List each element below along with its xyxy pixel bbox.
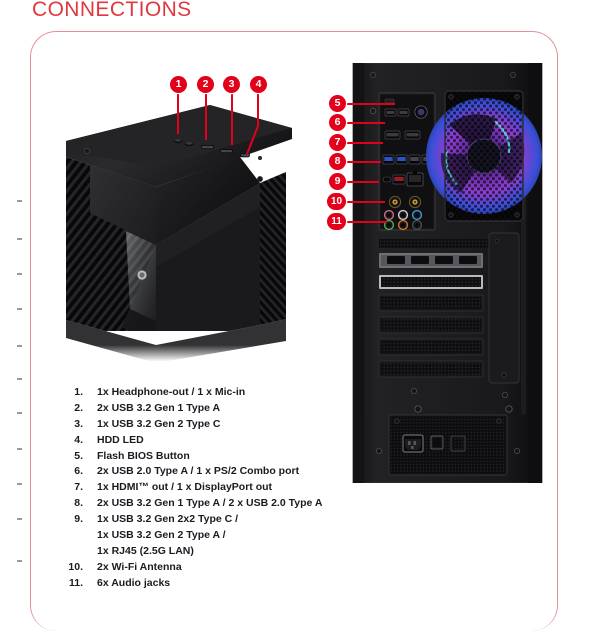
legend-text: 2x USB 2.0 Type A / 1 x PS/2 Combo port	[97, 465, 300, 478]
leader-line-11	[345, 221, 387, 223]
callout-badge-5[interactable]: 5	[329, 95, 346, 112]
margin-tick-6	[17, 378, 22, 380]
callout-badge-9[interactable]: 9	[329, 173, 346, 190]
legend-text: 1x USB 3.2 Gen 2x2 Type C /	[97, 513, 239, 526]
margin-tick-11	[17, 560, 22, 562]
case-top-front-image	[60, 95, 292, 375]
legend-text: Flash BIOS Button	[97, 449, 190, 462]
case-rear-io-image	[345, 62, 550, 484]
legend-text: HDD LED	[97, 433, 144, 446]
leader-line-1	[177, 92, 179, 134]
margin-tick-10	[17, 518, 22, 520]
legend-text: 6x Audio jacks	[97, 576, 171, 589]
legend-number: 3.	[74, 417, 83, 430]
margin-tick-8	[17, 448, 22, 450]
callout-badge-8[interactable]: 8	[329, 153, 346, 170]
callout-badge-4[interactable]: 4	[250, 76, 267, 93]
legend-number: 6.	[74, 465, 83, 478]
leader-line-2	[205, 92, 207, 140]
legend-text: 1x Headphone-out / 1 x Mic-in	[97, 386, 246, 398]
legend-number: 8.	[74, 497, 83, 510]
leader-line-5	[345, 103, 395, 105]
legend-text: 1x USB 3.2 Gen 2 Type C	[97, 417, 221, 430]
leader-line-6	[345, 122, 385, 124]
connections-page: CONNECTIONS	[17, 0, 558, 631]
legend-number: 5.	[74, 449, 83, 462]
legend-row: 11. 6x Audio jacks	[57, 577, 387, 593]
legend-row: 9. 1x USB 3.2 Gen 2x2 Type C /	[57, 513, 387, 529]
callout-badge-11[interactable]: 11	[327, 213, 346, 230]
margin-tick-1	[17, 200, 22, 202]
callout-badge-1[interactable]: 1	[170, 76, 187, 93]
leader-line-3	[231, 92, 233, 145]
legend-row: 1. 1x Headphone-out / 1 x Mic-in	[57, 386, 387, 402]
legend-text: 1x RJ45 (2.5G LAN)	[97, 544, 194, 557]
margin-tick-9	[17, 483, 22, 485]
legend-number: 7.	[74, 481, 83, 494]
page-title: CONNECTIONS	[32, 0, 192, 21]
legend-number: 2.	[74, 401, 83, 414]
leader-line-7	[345, 142, 383, 144]
legend-text: 2x USB 3.2 Gen 1 Type A	[97, 401, 221, 414]
legend-number: 1.	[74, 386, 83, 398]
legend-row: 2. 2x USB 3.2 Gen 1 Type A	[57, 402, 387, 418]
callout-badge-6[interactable]: 6	[329, 114, 346, 131]
legend-number: 4.	[74, 433, 83, 446]
leader-line-9	[345, 181, 379, 183]
legend-row: 6. 2x USB 2.0 Type A / 1 x PS/2 Combo por…	[57, 465, 387, 481]
callout-badge-10[interactable]: 10	[327, 193, 346, 210]
legend-row: 8. 2x USB 3.2 Gen 1 Type A / 2 x USB 2.0 …	[57, 497, 387, 513]
legend-text: 2x Wi-Fi Antenna	[97, 560, 182, 573]
callout-badge-3[interactable]: 3	[223, 76, 240, 93]
leader-line-10	[345, 201, 385, 203]
legend-row: 3. 1x USB 3.2 Gen 2 Type C	[57, 418, 387, 434]
callout-badge-7[interactable]: 7	[329, 134, 346, 151]
margin-tick-3	[17, 273, 22, 275]
legend-number: 11.	[68, 576, 83, 589]
legend-text: 2x USB 3.2 Gen 1 Type A / 2 x USB 2.0 Ty…	[97, 497, 323, 510]
legend-row: 7. 1x HDMI™ out / 1 x DisplayPort out	[57, 481, 387, 497]
legend-row: 5. Flash BIOS Button	[57, 450, 387, 466]
leader-line-8	[345, 161, 381, 163]
margin-tick-5	[17, 345, 22, 347]
legend-text: 1x HDMI™ out / 1 x DisplayPort out	[97, 481, 273, 494]
legend-row: 1x USB 3.2 Gen 2 Type A /	[57, 529, 387, 545]
legend-row: 4. HDD LED	[57, 434, 387, 450]
margin-tick-7	[17, 412, 22, 414]
connections-legend: 1. 1x Headphone-out / 1 x Mic-in 2. 2x USB …	[57, 386, 387, 593]
margin-tick-4	[17, 308, 22, 310]
legend-row: 10. 2x Wi-Fi Antenna	[57, 561, 387, 577]
legend-number: 10.	[68, 560, 83, 573]
callout-badge-2[interactable]: 2	[197, 76, 214, 93]
legend-text: 1x USB 3.2 Gen 2 Type A /	[97, 529, 226, 542]
legend-row: 1x RJ45 (2.5G LAN)	[57, 545, 387, 561]
legend-number: 9.	[74, 513, 83, 526]
margin-tick-2	[17, 238, 22, 240]
leader-line-4	[246, 92, 259, 155]
